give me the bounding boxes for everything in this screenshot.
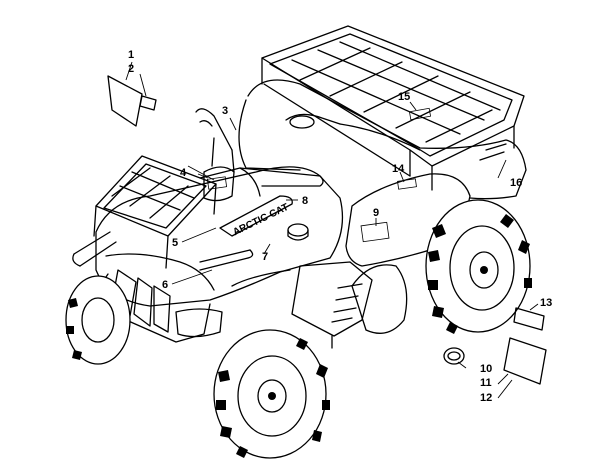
front-wheel-right — [213, 329, 330, 459]
front-wheel-left — [65, 275, 131, 365]
decal-8-shape — [219, 195, 293, 237]
decal-4-shape — [206, 176, 228, 190]
callout-16: 16 — [510, 177, 522, 189]
callout-3: 3 — [222, 105, 228, 117]
rear-wheel-right — [425, 199, 532, 334]
rear-rack — [261, 25, 525, 191]
decal-2-shape — [139, 95, 157, 111]
callout-4: 4 — [180, 167, 187, 179]
footwell — [291, 261, 373, 349]
decal-9-shape — [360, 221, 390, 243]
decal-12-shape — [503, 337, 547, 385]
callout-1: 1 — [128, 49, 134, 61]
decal-13-shape — [513, 307, 545, 331]
callout-12: 12 — [480, 392, 492, 404]
callout-6: 6 — [162, 279, 168, 291]
rear-body — [238, 79, 527, 200]
decal-14-shape — [397, 178, 417, 190]
loose-decals — [107, 75, 547, 385]
callout-7: 7 — [262, 251, 268, 263]
decal-1-shape — [107, 75, 143, 127]
callout-5: 5 — [172, 237, 178, 249]
callout-labels: 1 2 3 4 5 6 7 8 9 10 11 12 13 14 15 16 — [128, 49, 552, 404]
callout-14: 14 — [392, 163, 405, 175]
decal-15-shape — [408, 107, 432, 121]
callout-15: 15 — [398, 91, 410, 103]
callout-13: 13 — [540, 297, 552, 309]
callout-8: 8 — [302, 195, 308, 207]
decal-8-text: ARCTIC CAT — [231, 202, 290, 238]
callout-9: 9 — [373, 207, 379, 219]
leader-lines — [125, 61, 539, 399]
callout-2: 2 — [128, 63, 134, 75]
front-rack — [72, 155, 254, 271]
rear-wheel-left — [351, 264, 408, 334]
front-body — [95, 166, 344, 343]
callout-11: 11 — [480, 377, 492, 389]
decal-10-shape — [443, 347, 465, 365]
callout-10: 10 — [480, 363, 492, 375]
